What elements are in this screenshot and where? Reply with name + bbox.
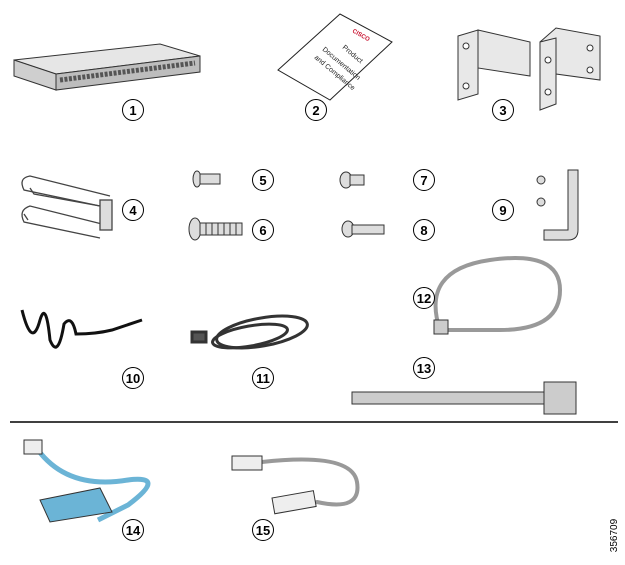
- rj45-to-db9-cable: [23, 439, 151, 523]
- screw-6: [188, 217, 243, 241]
- callout-6: 6: [252, 219, 274, 241]
- ground-wire: [20, 309, 143, 349]
- callout-13: 13: [413, 357, 435, 379]
- figure-number: 356709: [609, 518, 621, 553]
- callout-1: 1: [122, 99, 144, 121]
- callout-3: 3: [492, 99, 514, 121]
- callout-10: 10: [122, 367, 144, 389]
- callout-7: 7: [413, 169, 435, 191]
- breakout-cable: [351, 381, 577, 415]
- callout-4: 4: [122, 199, 144, 221]
- screw-5: [192, 170, 221, 188]
- console-cable: [433, 256, 563, 335]
- grounding-lug-kit: [536, 169, 579, 241]
- usb-cable: [231, 455, 360, 515]
- documentation-booklet: CISCO Product Documentation and Complian…: [277, 13, 393, 101]
- switch-chassis: [13, 43, 201, 91]
- callout-12: 12: [413, 287, 435, 309]
- rack-mount-brackets: [457, 27, 601, 111]
- cable-guide: [21, 175, 113, 239]
- callout-15: 15: [252, 519, 274, 541]
- callout-11: 11: [252, 367, 274, 389]
- callout-8: 8: [413, 219, 435, 241]
- power-cord: [190, 314, 309, 350]
- callout-2: 2: [305, 99, 327, 121]
- screw-8: [341, 220, 385, 238]
- callout-5: 5: [252, 169, 274, 191]
- callout-14: 14: [122, 519, 144, 541]
- screw-7: [339, 171, 365, 189]
- callout-9: 9: [492, 199, 514, 221]
